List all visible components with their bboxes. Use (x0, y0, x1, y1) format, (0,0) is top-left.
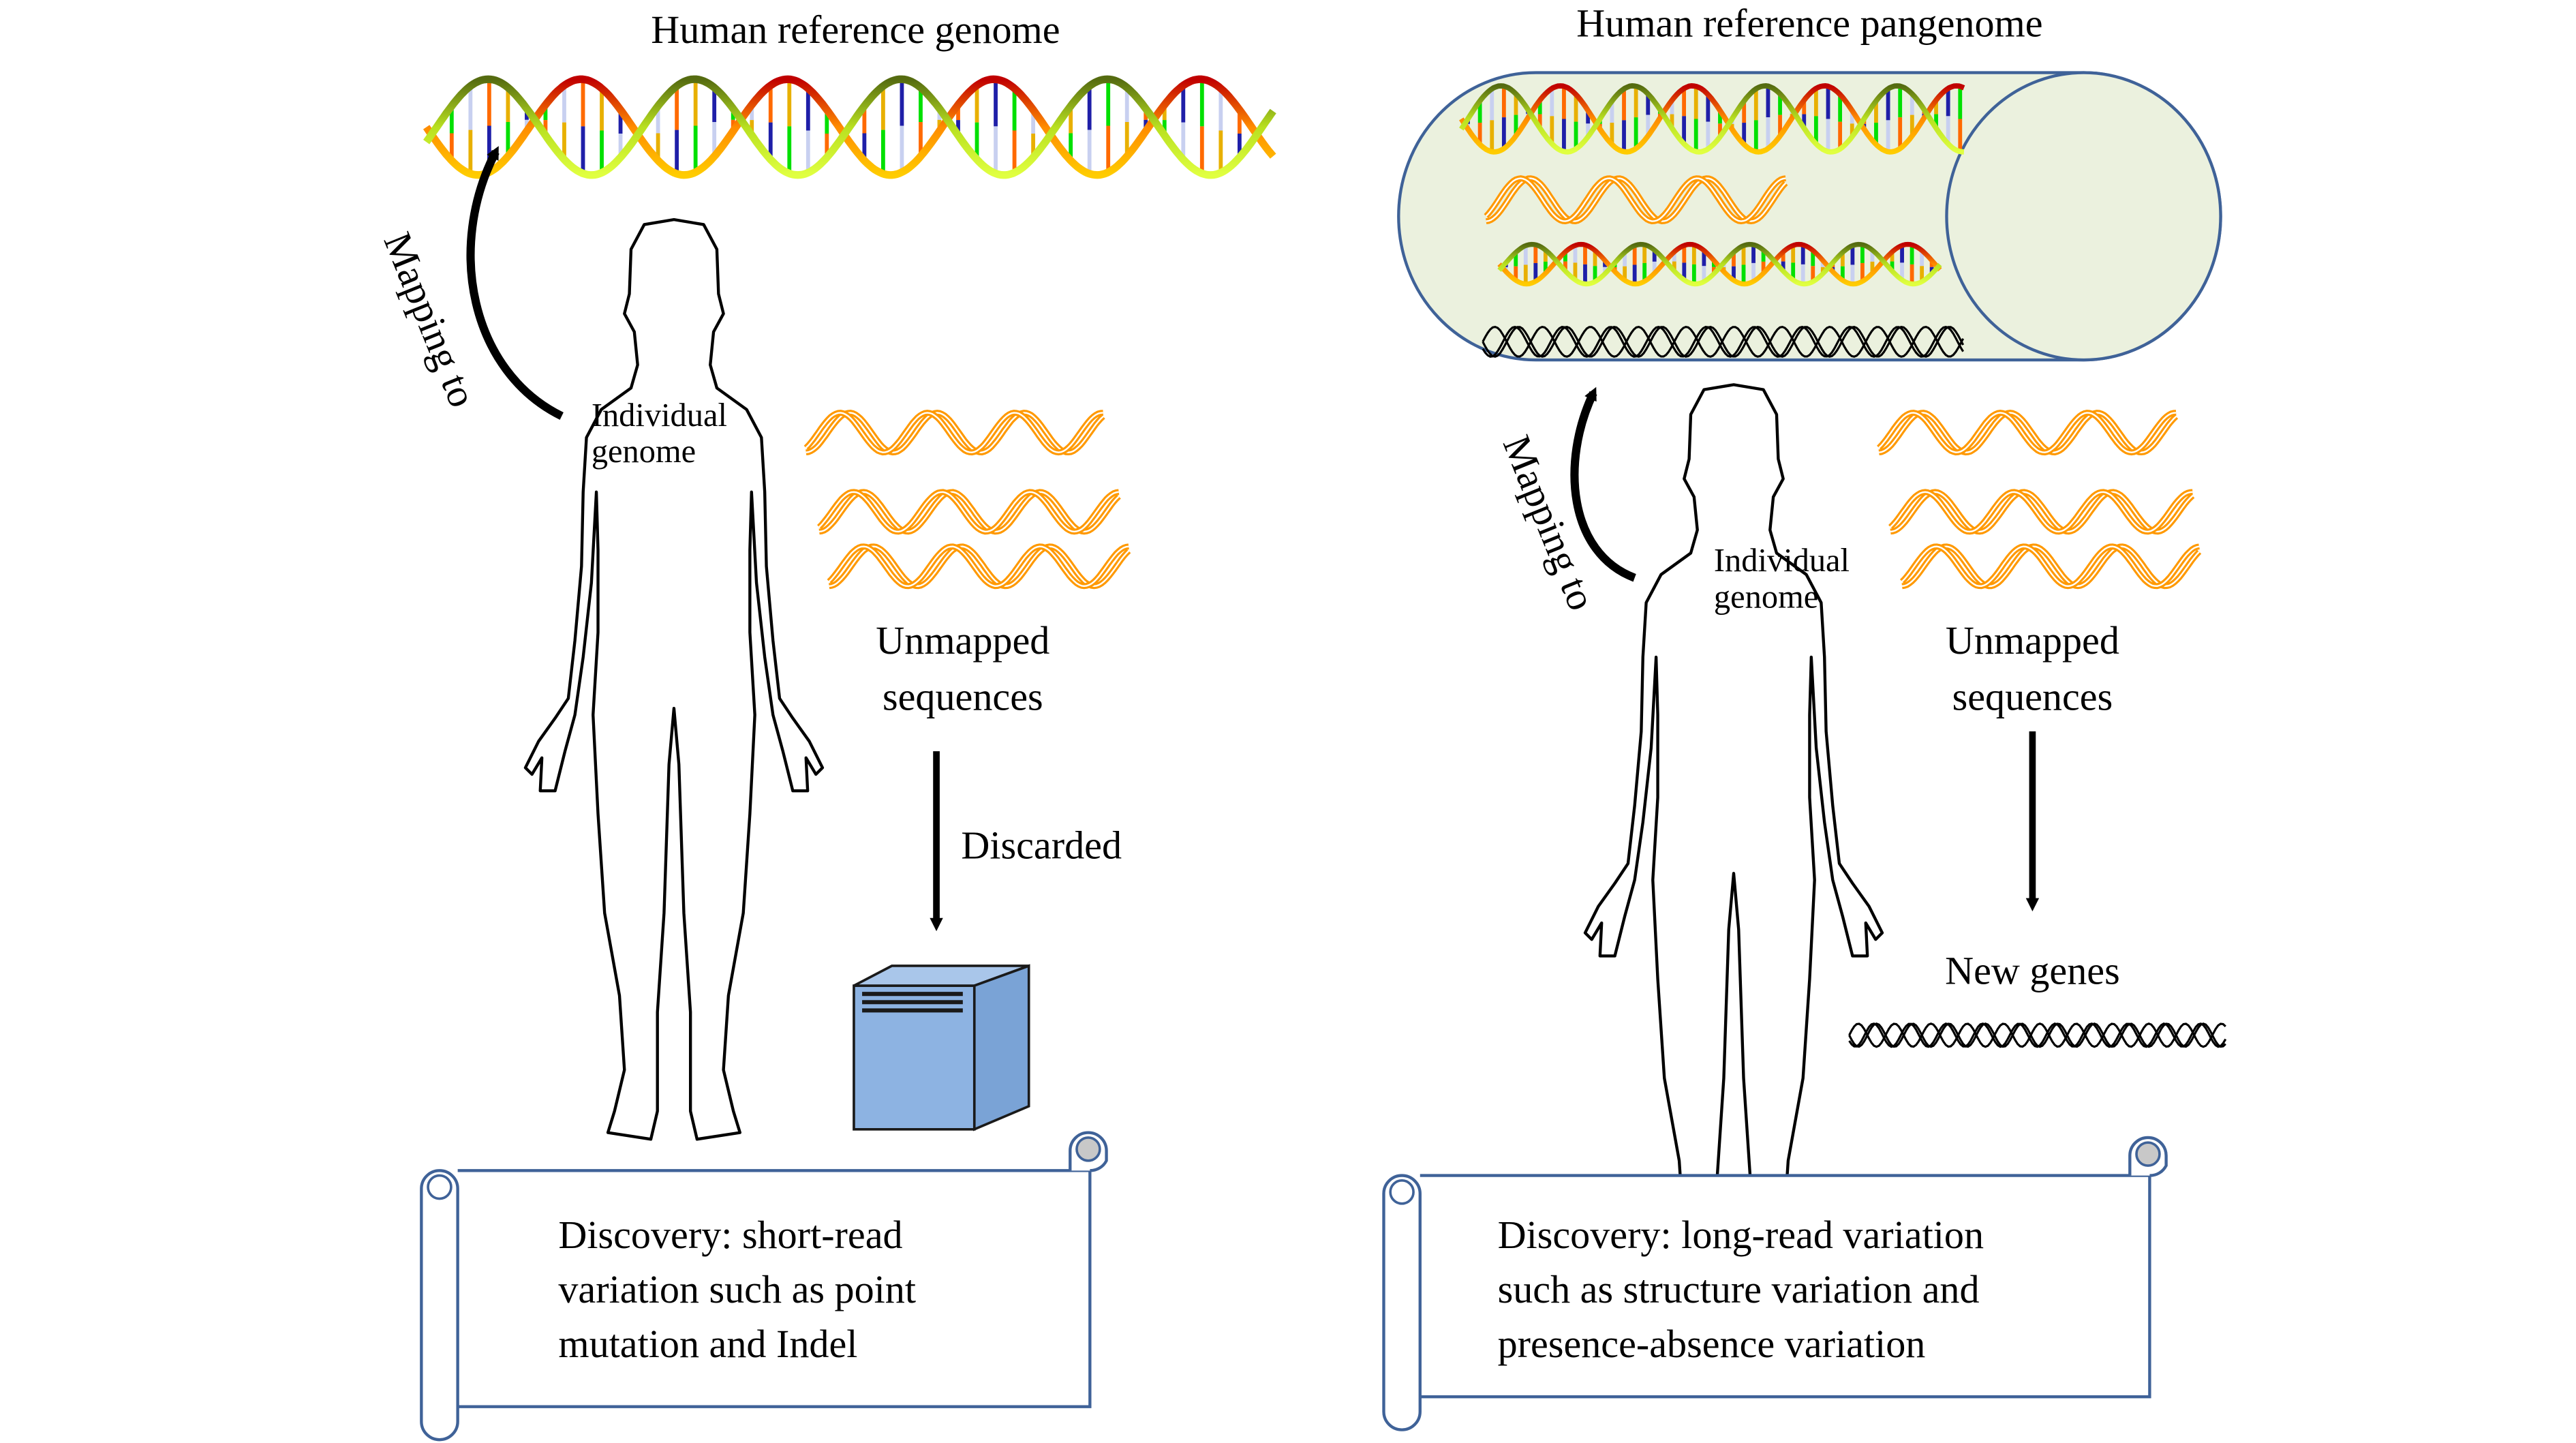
pangenome-cylinder-icon (1397, 71, 2222, 362)
left-panel: Human reference genome Mapping to Indivi… (375, 7, 1276, 1442)
left-individual-label-1: Individual (592, 397, 727, 434)
scroll-body (1420, 1174, 2151, 1399)
discarded-label: Discarded (961, 823, 1122, 868)
right-unmapped-sequence-1 (1877, 410, 2179, 456)
right-unmapped-sequence-2 (1888, 489, 2195, 535)
right-title: Human reference pangenome (1576, 1, 2042, 45)
unmapped-strand-highlight (1878, 412, 2177, 453)
unmapped-sequence-2 (817, 489, 1121, 535)
pangenome-black-helix (1482, 325, 1965, 358)
left-individual-label-2: genome (592, 434, 696, 470)
unmapped-strand-highlight (805, 412, 1103, 453)
human-silhouette-icon (523, 217, 825, 1141)
helix-strand (1459, 83, 1965, 155)
left-unmapped-label-2: sequences (883, 675, 1043, 719)
left-discovery-line-1: Discovery: short-read (558, 1213, 902, 1257)
helix-strand (1848, 1022, 2227, 1048)
right-panel: Human reference pangenome Mapping to Ind… (1382, 1, 2227, 1431)
right-discovery-line-3: presence-absence variation (1498, 1322, 1926, 1366)
discard-bin-icon (853, 964, 1030, 1131)
reference-genome-helix (423, 75, 1276, 179)
helix-strand (1459, 83, 1965, 155)
scroll-left-curl (427, 1174, 453, 1200)
pangenome-helix-2 (1497, 241, 1942, 287)
left-discovery-line-3: mutation and Indel (558, 1322, 857, 1366)
mapping-arrow-right (1570, 386, 1636, 582)
helix-strand (423, 75, 1276, 179)
unmapped-strand-highlight (1901, 545, 2200, 588)
pangenome-helix-1 (1459, 83, 1965, 155)
unmapped-strand-highlight (818, 491, 1119, 533)
right-discovery-line-1: Discovery: long-read variation (1498, 1213, 1984, 1257)
right-individual-label-1: Individual (1714, 543, 1850, 579)
left-discovery-scroll (420, 1131, 1108, 1442)
unmapped-strand-highlight (1901, 545, 2200, 588)
scroll-right-curl (2135, 1141, 2161, 1167)
unmapped-strand-highlight (1890, 491, 2194, 533)
new-genes-helix (1848, 1022, 2227, 1048)
scroll-left-roll (1382, 1174, 1422, 1431)
unmapped-strand-highlight (806, 412, 1104, 453)
scroll-body (457, 1169, 1092, 1408)
left-discovery-line-2: variation such as point (558, 1267, 916, 1311)
right-unmapped-sequence-3 (1899, 543, 2202, 590)
mapping-arrow (466, 146, 564, 420)
scroll-left-roll (420, 1169, 459, 1442)
unmapped-strand-highlight (818, 491, 1120, 533)
unmapped-strand-highlight (1878, 412, 2177, 453)
unmapped-strand-highlight (828, 545, 1129, 588)
right-discovery-scroll (1382, 1136, 2168, 1431)
unmapped-sequence-1 (803, 410, 1105, 456)
right-unmapped-label-2: sequences (1952, 675, 2113, 719)
helix-strand (1482, 325, 1965, 358)
unmapped-strand-highlight (829, 545, 1130, 588)
helix-strand (1482, 325, 1965, 358)
helix-strand (1497, 241, 1942, 287)
right-mapping-label: Mapping to (1494, 429, 1604, 616)
right-unmapped-label-1: Unmapped (1946, 618, 2119, 663)
right-individual-label-2: genome (1714, 579, 1818, 615)
left-unmapped-label-1: Unmapped (876, 618, 1049, 663)
scroll-left-curl (1389, 1179, 1415, 1205)
left-title: Human reference genome (651, 7, 1060, 52)
right-discovery-line-2: such as structure variation and (1498, 1267, 1980, 1311)
unmapped-strand-highlight (1485, 177, 1786, 222)
helix-strand (1482, 325, 1965, 358)
pangenome-orange-sequence (1484, 175, 1788, 224)
scroll-right-curl (1075, 1136, 1101, 1162)
helix-strand (1848, 1022, 2226, 1048)
unmapped-strand-highlight (1486, 177, 1787, 222)
unmapped-sequence-3 (827, 543, 1131, 590)
unmapped-strand-highlight (1890, 491, 2193, 533)
helix-strand (423, 75, 1276, 179)
human-silhouette-icon (1583, 383, 1884, 1306)
new-genes-label: New genes (1945, 949, 2120, 993)
